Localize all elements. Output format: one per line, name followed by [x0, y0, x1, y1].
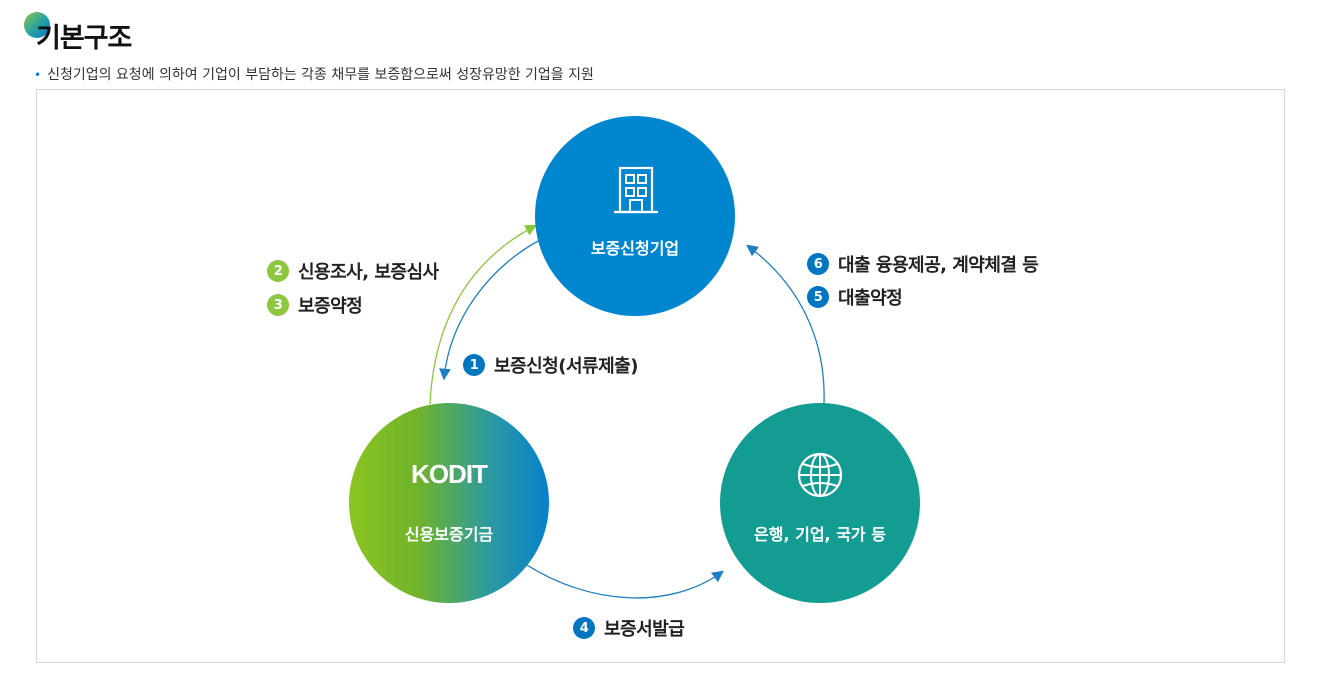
title-accent-dot — [24, 12, 50, 38]
step-number: 6 — [807, 253, 829, 275]
step-text: 대출약정 — [838, 288, 903, 309]
step-number: 3 — [267, 294, 289, 316]
step-text: 보증서발급 — [604, 619, 685, 640]
step-6: 6 대출 융용제공, 계약체결 등 — [807, 251, 1039, 277]
page-description: • 신청기업의 요청에 의하여 기업이 부담하는 각종 채무를 보증함으로써 성장… — [34, 64, 594, 84]
node-bank: 은행, 기업, 국가 등 — [720, 403, 920, 603]
node-kodit: KODIT 신용보증기금 — [349, 403, 549, 603]
step-1: 1 보증신청(서류제출) — [463, 352, 638, 378]
arrow-application — [439, 239, 541, 381]
step-2: 2 신용조사, 보증심사 — [267, 258, 439, 284]
arrow-issuance — [526, 564, 724, 599]
step-number: 1 — [463, 354, 485, 376]
globe-icon — [797, 452, 843, 498]
node-label-applicant: 보증신청기업 — [590, 239, 680, 258]
diagram-frame — [36, 89, 1285, 663]
step-text: 보증신청(서류제출) — [494, 356, 638, 377]
step-3: 3 보증약정 — [267, 292, 363, 318]
node-label-bank: 은행, 기업, 국가 등 — [754, 525, 886, 544]
step-5: 5 대출약정 — [807, 284, 903, 310]
page-title: 기본구조 — [36, 23, 132, 54]
node-applicant-company: 보증신청기업 — [535, 116, 735, 316]
kodit-logo: KODIT — [411, 459, 488, 489]
arrow-screening — [429, 224, 538, 405]
building-icon — [614, 166, 658, 214]
bullet-icon: • — [34, 68, 42, 82]
node-label-kodit: 신용보증기금 — [404, 525, 494, 544]
step-number: 2 — [267, 260, 289, 282]
step-number: 4 — [573, 617, 595, 639]
step-text: 보증약정 — [298, 296, 363, 317]
description-text: 신청기업의 요청에 의하여 기업이 부담하는 각종 채무를 보증함으로써 성장유… — [47, 67, 594, 83]
step-text: 대출 융용제공, 계약체결 등 — [838, 255, 1039, 276]
arrow-loan — [746, 244, 825, 404]
step-4: 4 보증서발급 — [573, 615, 685, 641]
page-title-block: 기본구조 — [22, 10, 222, 54]
step-text: 신용조사, 보증심사 — [298, 262, 439, 283]
step-number: 5 — [807, 286, 829, 308]
